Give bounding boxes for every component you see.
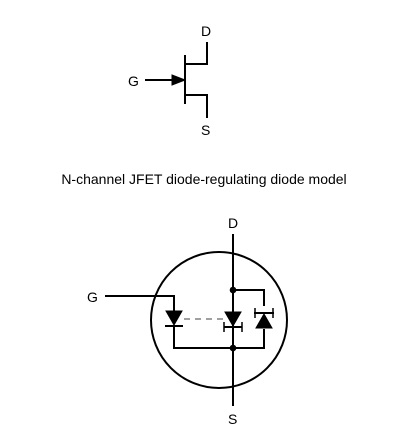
symbol-source-lead — [184, 94, 208, 118]
symbol-source-label: S — [201, 122, 210, 138]
model-bottom-wire — [173, 325, 265, 349]
model-source-label: S — [228, 411, 237, 427]
model-drain-label: D — [228, 215, 238, 231]
regulating-diode-icon — [255, 312, 273, 329]
junction-dot-bottom — [229, 344, 237, 352]
junction-dot-top — [229, 286, 237, 294]
gate-diode-icon — [165, 310, 183, 327]
model-enclosure-circle — [150, 251, 288, 389]
diode-model: D G S — [87, 215, 288, 427]
symbol-drain-lead — [184, 42, 208, 65]
channel-diode-icon — [224, 311, 242, 328]
model-gate-label: G — [87, 289, 98, 305]
right-branch-top-wire — [232, 289, 265, 306]
symbol-gate-label: G — [128, 73, 139, 89]
jfet-symbol: D G S — [128, 23, 211, 138]
diagram-caption: N-channel JFET diode-regulating diode mo… — [61, 171, 346, 187]
symbol-gate-arrow — [171, 74, 187, 86]
symbol-drain-label: D — [201, 23, 211, 39]
model-gate-wire — [105, 295, 175, 312]
